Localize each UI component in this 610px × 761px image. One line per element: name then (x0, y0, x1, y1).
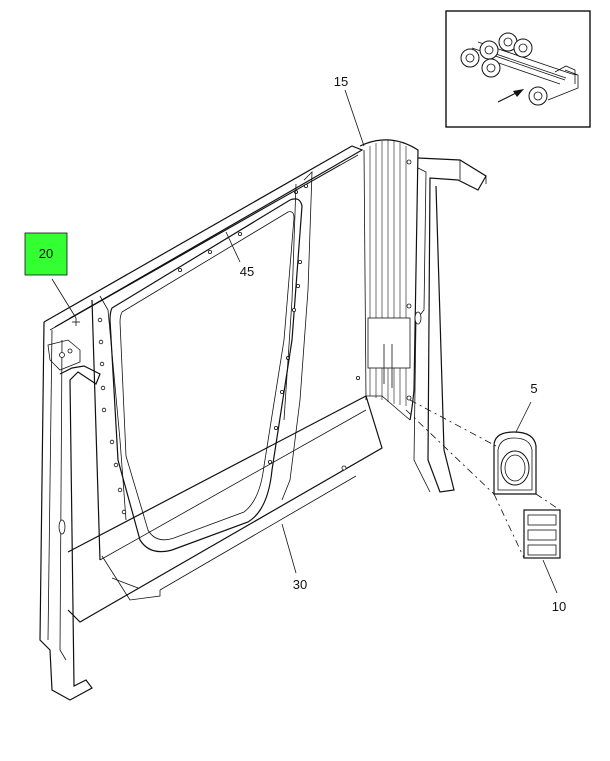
relation-lines (405, 399, 561, 559)
callout-30[interactable]: 30 (293, 577, 307, 592)
callout-5[interactable]: 5 (530, 381, 537, 396)
callout-45[interactable]: 45 (240, 264, 254, 279)
callout-15[interactable]: 15 (334, 74, 348, 89)
part-5-mirror (493, 431, 537, 495)
inset-wheel (460, 48, 480, 68)
callout-20[interactable]: 20 (39, 246, 53, 261)
inset-wheel (498, 32, 518, 52)
inset-arrow (497, 89, 524, 103)
callout-10[interactable]: 10 (552, 599, 566, 614)
pillar-holes (97, 317, 127, 515)
panel-assembly (39, 145, 383, 701)
locator-inset (445, 10, 591, 128)
inset-wheel (528, 86, 548, 106)
window-flange-holes (177, 183, 308, 464)
inset-wheel (513, 38, 533, 58)
callout-20-highlight[interactable]: 20 (24, 232, 68, 276)
part-10-reflector (523, 509, 561, 559)
inset-wheel (479, 40, 499, 60)
leader-lines (51, 89, 558, 594)
corner-post (355, 139, 487, 493)
inset-wheel (481, 58, 501, 78)
